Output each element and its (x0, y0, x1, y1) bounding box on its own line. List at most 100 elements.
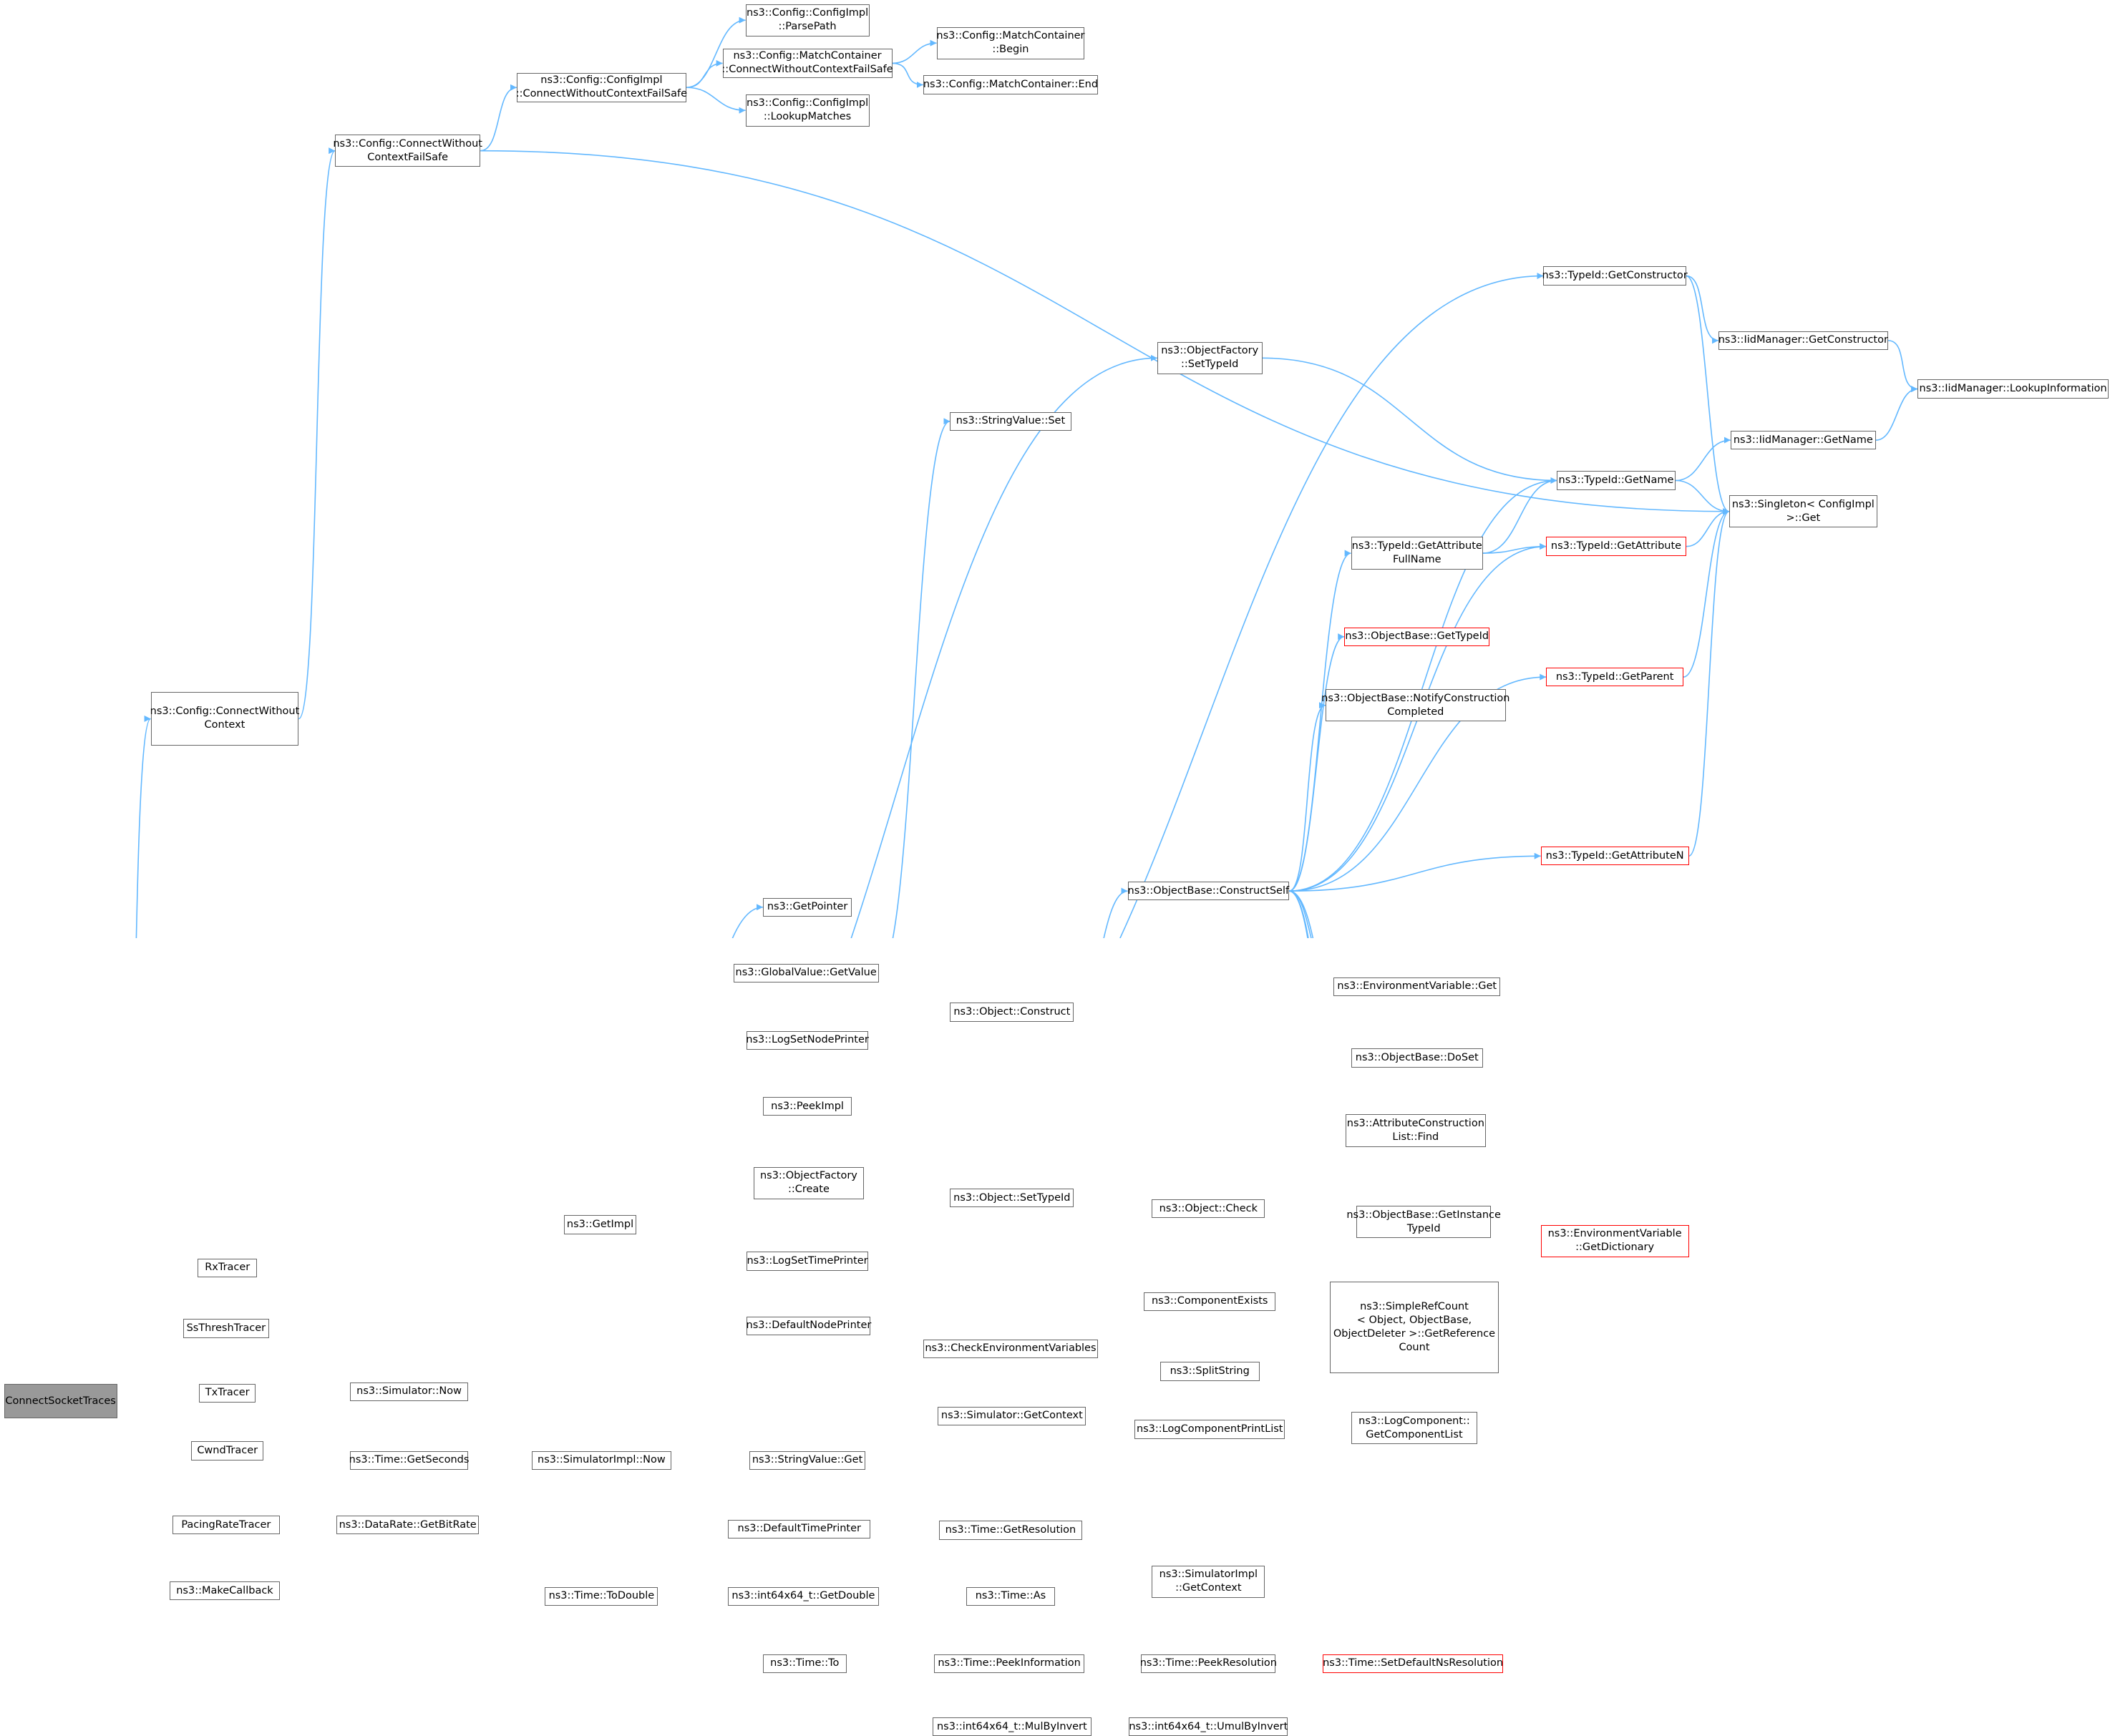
call-edge-getimpl-to-ofsettid (850, 354, 1157, 938)
node-log-set-node-printer[interactable]: ns3::LogSetNodePrinter (746, 1030, 869, 1050)
node-simplerefcount-get-reference-count[interactable]: ns3::SimpleRefCount < Object, ObjectBase… (1329, 1281, 1499, 1373)
node-int64x64-get-double[interactable]: ns3::int64x64_t::GetDouble (728, 1586, 879, 1606)
node-time-as[interactable]: ns3::Time::As (966, 1586, 1055, 1606)
node-time-peek-information[interactable]: ns3::Time::PeekInformation (933, 1654, 1085, 1673)
call-edge-obcs-to-tidgetname (1289, 477, 1557, 892)
node-connect-socket-traces[interactable]: ConnectSocketTraces (4, 1383, 117, 1419)
node-time-to[interactable]: ns3::Time::To (763, 1654, 847, 1673)
call-edge-obcs-to-obgettid (1288, 633, 1345, 892)
call-graph (135, 16, 1918, 938)
node-typeid-get-constructor[interactable]: ns3::TypeId::GetConstructor (1542, 266, 1688, 286)
node-objectbase-notify-construction-completed[interactable]: ns3::ObjectBase::NotifyConstruction Comp… (1321, 689, 1509, 722)
call-edge-tidattrfull-to-tidgetattr (1482, 543, 1547, 554)
call-edge-tidattrfull-to-tidgetname (1482, 477, 1557, 554)
call-edge-cwcfs-to-singleton (480, 150, 1729, 515)
node-object-check[interactable]: ns3::Object::Check (1152, 1199, 1265, 1219)
node-pacing-rate-tracer[interactable]: PacingRateTracer (172, 1515, 281, 1535)
call-edge-getimpl-to-getpointer (731, 904, 764, 938)
node-environmentvariable-get[interactable]: ns3::EnvironmentVariable::Get (1333, 977, 1501, 996)
node-config-connect-without-context-failsafe[interactable]: ns3::Config::ConnectWithout ContextFailS… (333, 135, 482, 167)
node-objectbase-get-typeid[interactable]: ns3::ObjectBase::GetTypeId (1344, 627, 1490, 646)
node-object-set-typeid[interactable]: ns3::Object::SetTypeId (950, 1188, 1074, 1208)
call-edge-obcs-to-obnotify (1288, 702, 1326, 892)
call-edge-iidgetctor-to-iidlookup (1887, 340, 1918, 393)
node-check-environment-variables[interactable]: ns3::CheckEnvironmentVariables (923, 1339, 1099, 1358)
node-default-node-printer[interactable]: ns3::DefaultNodePrinter (747, 1316, 871, 1335)
call-edge-mccwcfs-to-mcbegin (892, 39, 937, 64)
call-edges (135, 16, 1918, 938)
node-make-callback[interactable]: ns3::MakeCallback (169, 1581, 281, 1601)
node-objectbase-construct-self[interactable]: ns3::ObjectBase::ConstructSelf (1127, 882, 1290, 901)
node-rx-tracer[interactable]: RxTracer (198, 1258, 258, 1277)
call-edge-iidgetname-to-iidlookup (1875, 386, 1918, 441)
node-matchcontainer-connect-without-context-failsafe[interactable]: ns3::Config::MatchContainer ::ConnectWit… (721, 48, 893, 79)
call-edge-cicwcfs-to-cilookup (686, 87, 746, 114)
call-edge-tidgetattrn-to-singleton (1688, 508, 1730, 857)
node-configimpl-lookup-matches[interactable]: ns3::Config::ConfigImpl ::LookupMatches (745, 94, 870, 127)
node-get-impl[interactable]: ns3::GetImpl (563, 1215, 637, 1234)
node-matchcontainer-begin[interactable]: ns3::Config::MatchContainer ::Begin (936, 26, 1085, 59)
node-config-connect-without-context[interactable]: ns3::Config::ConnectWithout Context (150, 691, 299, 746)
node-configimpl-parse-path[interactable]: ns3::Config::ConfigImpl ::ParsePath (745, 4, 870, 36)
node-objectbase-doset[interactable]: ns3::ObjectBase::DoSet (1351, 1048, 1483, 1068)
node-datarate-get-bitrate[interactable]: ns3::DataRate::GetBitRate (336, 1515, 480, 1535)
node-configimpl-connect-without-context-failsafe[interactable]: ns3::Config::ConfigImpl ::ConnectWithout… (516, 72, 687, 102)
node-int64x64-mul-by-invert[interactable]: ns3::int64x64_t::MulByInvert (932, 1717, 1092, 1736)
node-singleton-configimpl-get[interactable]: ns3::Singleton< ConfigImpl >::Get (1729, 495, 1877, 528)
node-simulatorimpl-get-context[interactable]: ns3::SimulatorImpl ::GetContext (1152, 1565, 1265, 1598)
node-stringvalue-get[interactable]: ns3::StringValue::Get (749, 1450, 865, 1470)
node-time-set-default-ns-resolution[interactable]: ns3::Time::SetDefaultNsResolution (1323, 1654, 1503, 1673)
node-objectbase-get-instance-typeid[interactable]: ns3::ObjectBase::GetInstance TypeId (1346, 1206, 1501, 1239)
node-peek-impl[interactable]: ns3::PeekImpl (763, 1096, 852, 1116)
call-edge-obcs-to-tidgetattrn (1289, 852, 1541, 892)
call-edge-gvgetvalue-to-svset (892, 418, 951, 938)
node-typeid-get-attribute[interactable]: ns3::TypeId::GetAttribute (1546, 537, 1686, 556)
node-time-peek-resolution[interactable]: ns3::Time::PeekResolution (1140, 1654, 1277, 1673)
call-edge-obcs-to-obgetinst (1288, 890, 1309, 938)
call-edge-mccwcfs-to-mcend (892, 62, 923, 88)
call-edge-cwc-to-cwcfs (298, 147, 336, 720)
node-ssthresh-tracer[interactable]: SsThreshTracer (183, 1319, 269, 1338)
node-iidmanager-get-name[interactable]: ns3::IidManager::GetName (1730, 430, 1876, 450)
call-edge-tidgetparent-to-singleton (1683, 508, 1730, 678)
node-typeid-get-attribute-n[interactable]: ns3::TypeId::GetAttributeN (1540, 847, 1689, 866)
call-edge-tidgetname-to-singleton (1675, 479, 1729, 515)
node-globalvalue-get-value[interactable]: ns3::GlobalValue::GetValue (733, 963, 879, 983)
node-attribute-construction-list-find[interactable]: ns3::AttributeConstruction List::Find (1346, 1114, 1486, 1147)
call-edge-tidgetname-to-iidgetname (1675, 437, 1731, 482)
node-objectfactory-create[interactable]: ns3::ObjectFactory ::Create (753, 1166, 864, 1199)
node-get-pointer[interactable]: ns3::GetPointer (763, 897, 852, 917)
node-time-to-double[interactable]: ns3::Time::ToDouble (545, 1586, 658, 1606)
node-iidmanager-get-constructor[interactable]: ns3::IidManager::GetConstructor (1718, 331, 1888, 351)
call-edge-cicwcfs-to-mccwcfs (686, 59, 723, 89)
node-simulatorimpl-now[interactable]: ns3::SimulatorImpl::Now (531, 1450, 672, 1470)
node-tx-tracer[interactable]: TxTracer (199, 1383, 256, 1403)
call-edge-obcs-to-tidgetparent (1289, 673, 1547, 892)
node-log-component-print-list[interactable]: ns3::LogComponentPrintList (1134, 1420, 1285, 1439)
node-component-exists[interactable]: ns3::ComponentExists (1144, 1292, 1276, 1311)
node-time-get-resolution[interactable]: ns3::Time::GetResolution (939, 1521, 1082, 1540)
node-stringvalue-set[interactable]: ns3::StringValue::Set (950, 411, 1071, 431)
node-matchcontainer-end[interactable]: ns3::Config::MatchContainer::End (923, 75, 1099, 94)
node-iidmanager-lookup-information[interactable]: ns3::IidManager::LookupInformation (1917, 379, 2109, 399)
node-typeid-get-attribute-fullname[interactable]: ns3::TypeId::GetAttribute FullName (1351, 537, 1483, 570)
call-edge-objconstruct-to-obcs (1103, 887, 1128, 938)
node-simulator-now[interactable]: ns3::Simulator::Now (349, 1382, 469, 1402)
node-time-get-seconds[interactable]: ns3::Time::GetSeconds (349, 1450, 469, 1470)
node-environmentvariable-get-dictionary[interactable]: ns3::EnvironmentVariable ::GetDictionary (1540, 1224, 1689, 1257)
node-log-set-time-printer[interactable]: ns3::LogSetTimePrinter (747, 1252, 868, 1271)
node-typeid-get-parent[interactable]: ns3::TypeId::GetParent (1546, 667, 1683, 687)
node-int64x64-umul-by-invert[interactable]: ns3::int64x64_t::UmulByInvert (1129, 1717, 1288, 1736)
call-edge-tidgetctor-to-singleton (1686, 275, 1730, 515)
node-typeid-get-name[interactable]: ns3::TypeId::GetName (1557, 471, 1676, 490)
call-edge-tidgetctor-to-iidgetctor (1686, 275, 1718, 344)
node-split-string[interactable]: ns3::SplitString (1159, 1362, 1260, 1381)
node-default-time-printer[interactable]: ns3::DefaultTimePrinter (728, 1519, 871, 1538)
call-edge-cwcfs-to-cicwcfs (480, 84, 517, 152)
node-logcomponent-get-component-list[interactable]: ns3::LogComponent:: GetComponentList (1351, 1412, 1478, 1445)
node-cwnd-tracer[interactable]: CwndTracer (190, 1441, 264, 1461)
call-edge-obcs-to-tidattrfull (1288, 550, 1351, 892)
node-objectfactory-set-typeid[interactable]: ns3::ObjectFactory ::SetTypeId (1157, 341, 1263, 374)
node-simulator-get-context[interactable]: ns3::Simulator::GetContext (938, 1406, 1086, 1425)
node-object-construct[interactable]: ns3::Object::Construct (950, 1003, 1074, 1022)
